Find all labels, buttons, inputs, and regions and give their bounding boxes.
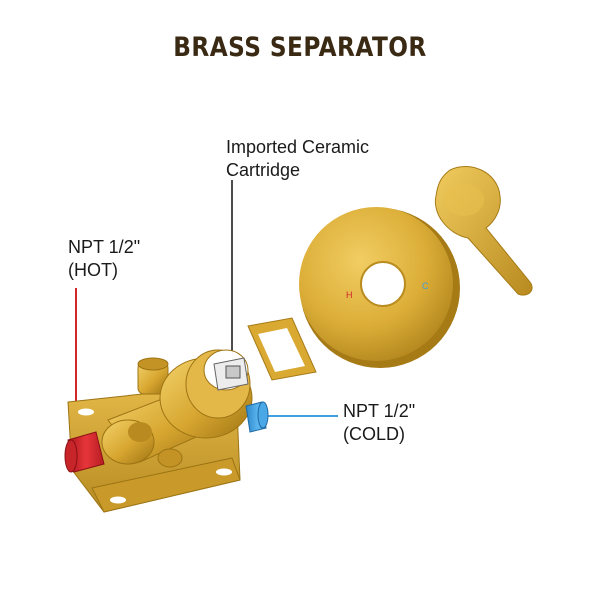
page-title: BRASS SEPARATOR [173,32,427,63]
cartridge-label-line2: Cartridge [226,160,301,180]
cold-port-label-line2: (COLD) [343,424,405,444]
trim-plate: H C [299,207,460,368]
hot-port-label: NPT 1/2" (HOT) [68,236,140,282]
hot-port-label-line2: (HOT) [68,260,118,280]
cold-port-label-line1: NPT 1/2" [343,401,416,421]
lever-handle [434,165,533,296]
cartridge-label-line1: Imported Ceramic [226,137,370,157]
gasket-ring [247,317,317,381]
ceramic-cartridge [203,349,249,391]
cold-inlet-port [245,401,269,433]
cartridge-label: Imported Ceramic Cartridge [226,136,369,182]
cold-port-label: NPT 1/2" (COLD) [343,400,415,446]
hot-port-label-line1: NPT 1/2" [68,237,141,257]
hot-mark: H [346,290,353,300]
cold-mark: C [422,281,429,291]
hot-inlet-port [64,431,105,473]
top-outlet-stub [137,357,169,395]
